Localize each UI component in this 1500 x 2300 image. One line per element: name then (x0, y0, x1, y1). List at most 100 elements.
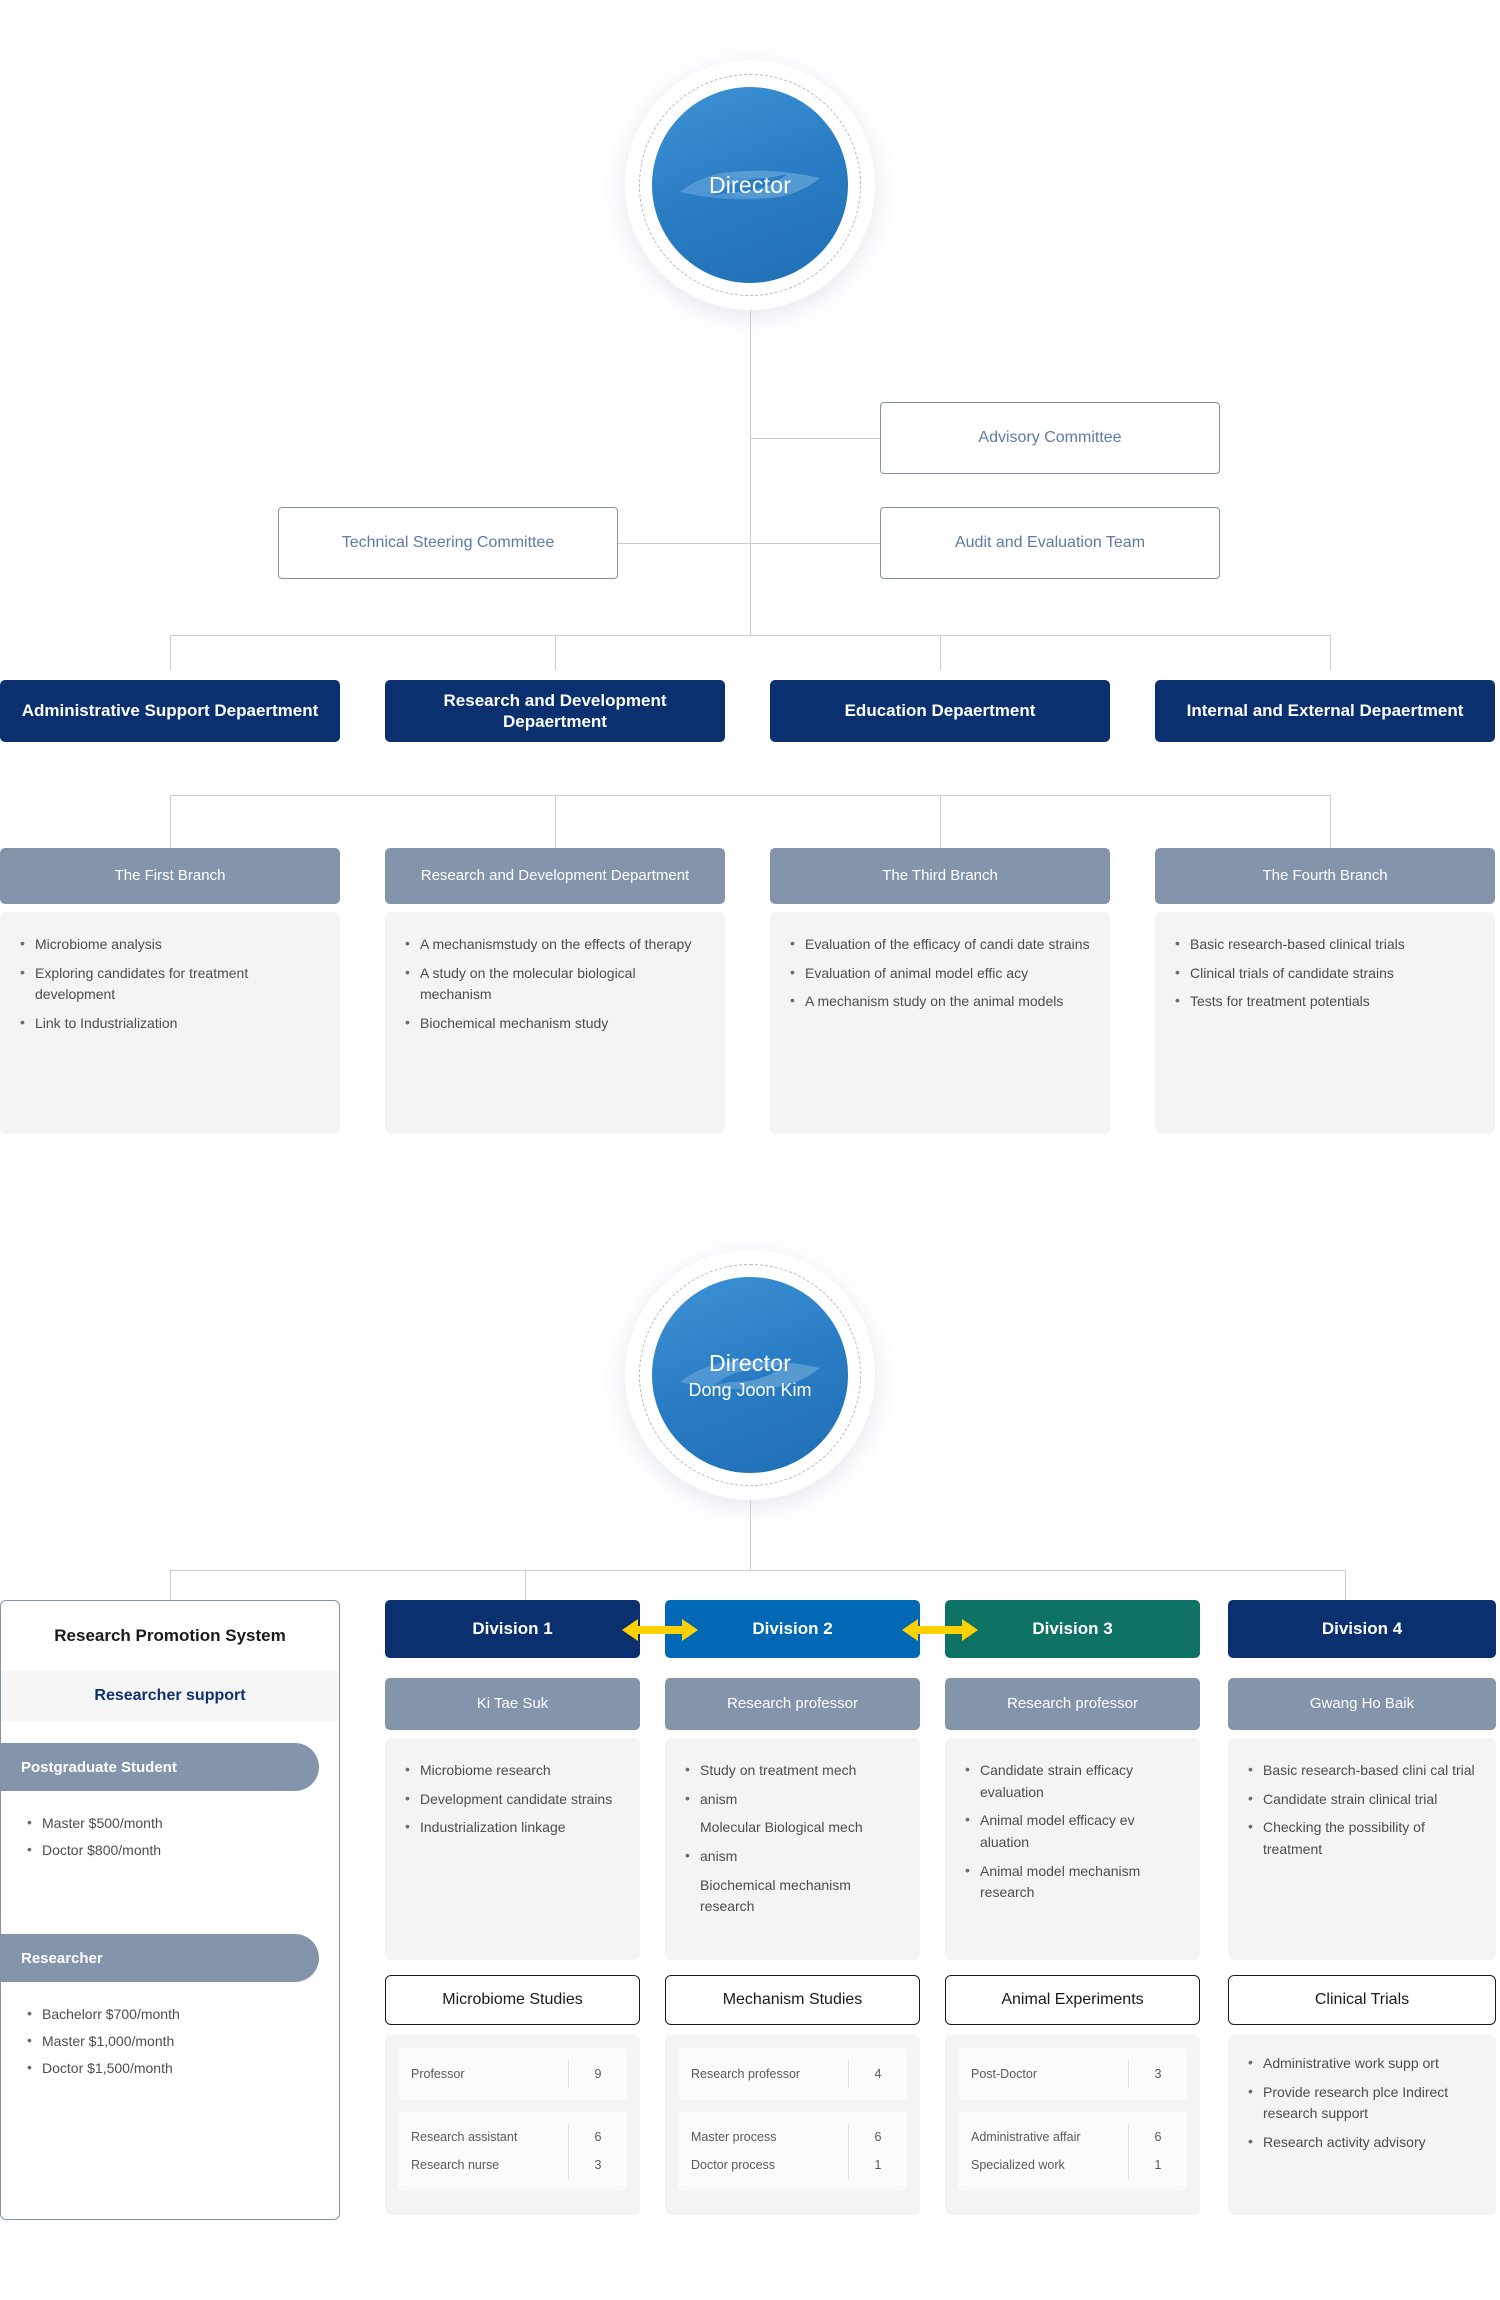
stat-group: Administrative affair 6 Specialized work… (958, 2111, 1187, 2191)
promo-group-label: Postgraduate Student (21, 1758, 177, 1776)
list-item: A mechanism study on the animal models (790, 990, 1090, 1013)
study-box-mechanism[interactable]: Mechanism Studies (665, 1975, 920, 2025)
division-lead-4[interactable]: Gwang Ho Baik (1228, 1678, 1496, 1730)
division-header-1[interactable]: Division 1 (385, 1600, 640, 1658)
stat-label: Specialized work (971, 2158, 1065, 2172)
list-item: anism (685, 1788, 900, 1811)
column-divider (848, 2123, 849, 2151)
stat-group: Post-Doctor 3 (958, 2048, 1187, 2100)
branch-header-fourth[interactable]: The Fourth Branch (1155, 848, 1495, 904)
study-box-clinical[interactable]: Clinical Trials (1228, 1975, 1496, 2025)
committee-advisory[interactable]: Advisory Committee (880, 402, 1220, 474)
connector-steering-audit (618, 543, 880, 544)
research-promotion-panel: Research Promotion System Researcher sup… (0, 1600, 340, 2220)
director-node-top[interactable]: Director (625, 60, 875, 310)
division-lead-2[interactable]: Research professor (665, 1678, 920, 1730)
arrow-division-2-3-icon (902, 1619, 978, 1641)
division-label: Division 4 (1321, 1619, 1403, 1638)
department-administrative-support[interactable]: Administrative Support Depaertment (0, 680, 340, 742)
table-row: Research professor 4 (678, 2060, 907, 2088)
branch-item-list: Basic research-based clinical trials Cli… (1175, 933, 1475, 1013)
branch-card-fourth: Basic research-based clinical trials Cli… (1155, 912, 1495, 1134)
stat-label: Master process (691, 2130, 777, 2144)
list-item: Link to Industrialization (20, 1012, 320, 1035)
list-item: Biochemical mechanism research (700, 1876, 851, 1915)
stat-label: Research nurse (411, 2158, 500, 2172)
table-row: Professor 9 (398, 2060, 627, 2088)
department-label: Research and Development Depaertment (443, 690, 667, 731)
promo-title: Research Promotion System (54, 1626, 286, 1645)
list-item: Checking the possibility of treatment (1248, 1816, 1476, 1860)
branch-item-list: Evaluation of the efficacy of candi date… (790, 933, 1090, 1013)
stats-table-mechanism: Research professor 4 Master process 6 Do… (665, 2035, 920, 2215)
stat-label: Doctor process (691, 2158, 776, 2172)
division-card-1: Microbiome research Development candidat… (385, 1738, 640, 1960)
stat-label: Professor (411, 2067, 465, 2081)
division-header-2[interactable]: Division 2 (665, 1600, 920, 1658)
division-label: Division 1 (472, 1619, 553, 1638)
branch-header-rnd[interactable]: Research and Development Department (385, 848, 725, 904)
branch-header-first[interactable]: The First Branch (0, 848, 340, 904)
department-research-development[interactable]: Research and Development Depaertment (385, 680, 725, 742)
division-item-list: Study on treatment mech anism Molecular … (685, 1759, 900, 1918)
column-divider (848, 2060, 849, 2088)
study-box-animal[interactable]: Animal Experiments (945, 1975, 1200, 2025)
department-education[interactable]: Education Depaertment (770, 680, 1110, 742)
connector-director-trunk (750, 310, 751, 635)
branch-card-third: Evaluation of the efficacy of candi date… (770, 912, 1110, 1134)
list-item: Tests for treatment potentials (1175, 990, 1475, 1013)
list-item: A mechanismstudy on the effects of thera… (405, 933, 705, 956)
column-divider (568, 2151, 569, 2179)
division-header-4[interactable]: Division 4 (1228, 1600, 1496, 1658)
table-row: Master process 6 (678, 2123, 907, 2151)
list-item: Bachelorr $700/month (27, 2003, 319, 2026)
connector-dept-drop-4 (1330, 635, 1331, 670)
stat-value: 6 (1154, 2130, 1162, 2144)
branch-item-list: A mechanismstudy on the effects of thera… (405, 933, 705, 1035)
clinical-support-card: Administrative work supp ort Provide res… (1228, 2035, 1496, 2215)
branch-header-label: The Third Branch (882, 866, 998, 884)
department-internal-external[interactable]: Internal and External Depaertment (1155, 680, 1495, 742)
division-lead-3[interactable]: Research professor (945, 1678, 1200, 1730)
committee-technical-steering[interactable]: Technical Steering Committee (278, 507, 618, 579)
promo-subtitle: Researcher support (1, 1671, 339, 1721)
branch-card-first: Microbiome analysis Exploring candidates… (0, 912, 340, 1134)
committee-advisory-label: Advisory Committee (978, 429, 1122, 446)
list-item: Exploring candidates for treatment devel… (20, 962, 320, 1006)
column-divider (1128, 2151, 1129, 2179)
promo-group-postgraduate[interactable]: Postgraduate Student (1, 1743, 319, 1791)
division-header-3[interactable]: Division 3 (945, 1600, 1200, 1658)
list-item: Doctor $1,500/month (27, 2057, 319, 2080)
branch-header-third[interactable]: The Third Branch (770, 848, 1110, 904)
table-row: Post-Doctor 3 (958, 2060, 1187, 2088)
director-title: Director (708, 171, 792, 198)
branch-header-label: Research and Development Department (420, 866, 690, 884)
division-lead-label: Gwang Ho Baik (1309, 1694, 1415, 1712)
stat-group: Research professor 4 (678, 2048, 907, 2100)
division-lead-label: Research professor (727, 1694, 858, 1712)
division-item-list: Microbiome research Development candidat… (405, 1759, 620, 1839)
division-card-3: Candidate strain efficacy evaluation Ani… (945, 1738, 1200, 1960)
stat-value: 3 (1154, 2067, 1162, 2081)
promo-group-researcher[interactable]: Researcher (1, 1934, 319, 1983)
study-box-microbiome[interactable]: Microbiome Studies (385, 1975, 640, 2025)
connector-branch-bus (170, 795, 1330, 796)
table-row: Research nurse 3 (398, 2151, 627, 2179)
list-item: Study on treatment mech (685, 1759, 900, 1782)
list-item: Biochemical mechanism study (405, 1012, 705, 1035)
director-circle: Director (652, 87, 848, 283)
director-node-bottom[interactable]: Director Dong Joon Kim (625, 1250, 875, 1500)
branch-card-rnd: A mechanismstudy on the effects of thera… (385, 912, 725, 1134)
branch-item-list: Microbiome analysis Exploring candidates… (20, 933, 320, 1035)
stat-group: Research assistant 6 Research nurse 3 (398, 2111, 627, 2191)
column-divider (568, 2123, 569, 2151)
arrow-division-1-2-icon (622, 1619, 698, 1641)
division-lead-1[interactable]: Ki Tae Suk (385, 1678, 640, 1730)
connector-dept-drop-1 (170, 635, 171, 670)
committee-audit[interactable]: Audit and Evaluation Team (880, 507, 1220, 579)
list-item: Clinical trials of candidate strains (1175, 962, 1475, 985)
connector-promo-drop (170, 1570, 171, 1620)
connector-division-bus (170, 1570, 1345, 1571)
stats-table-microbiome: Professor 9 Research assistant 6 Researc… (385, 2035, 640, 2215)
